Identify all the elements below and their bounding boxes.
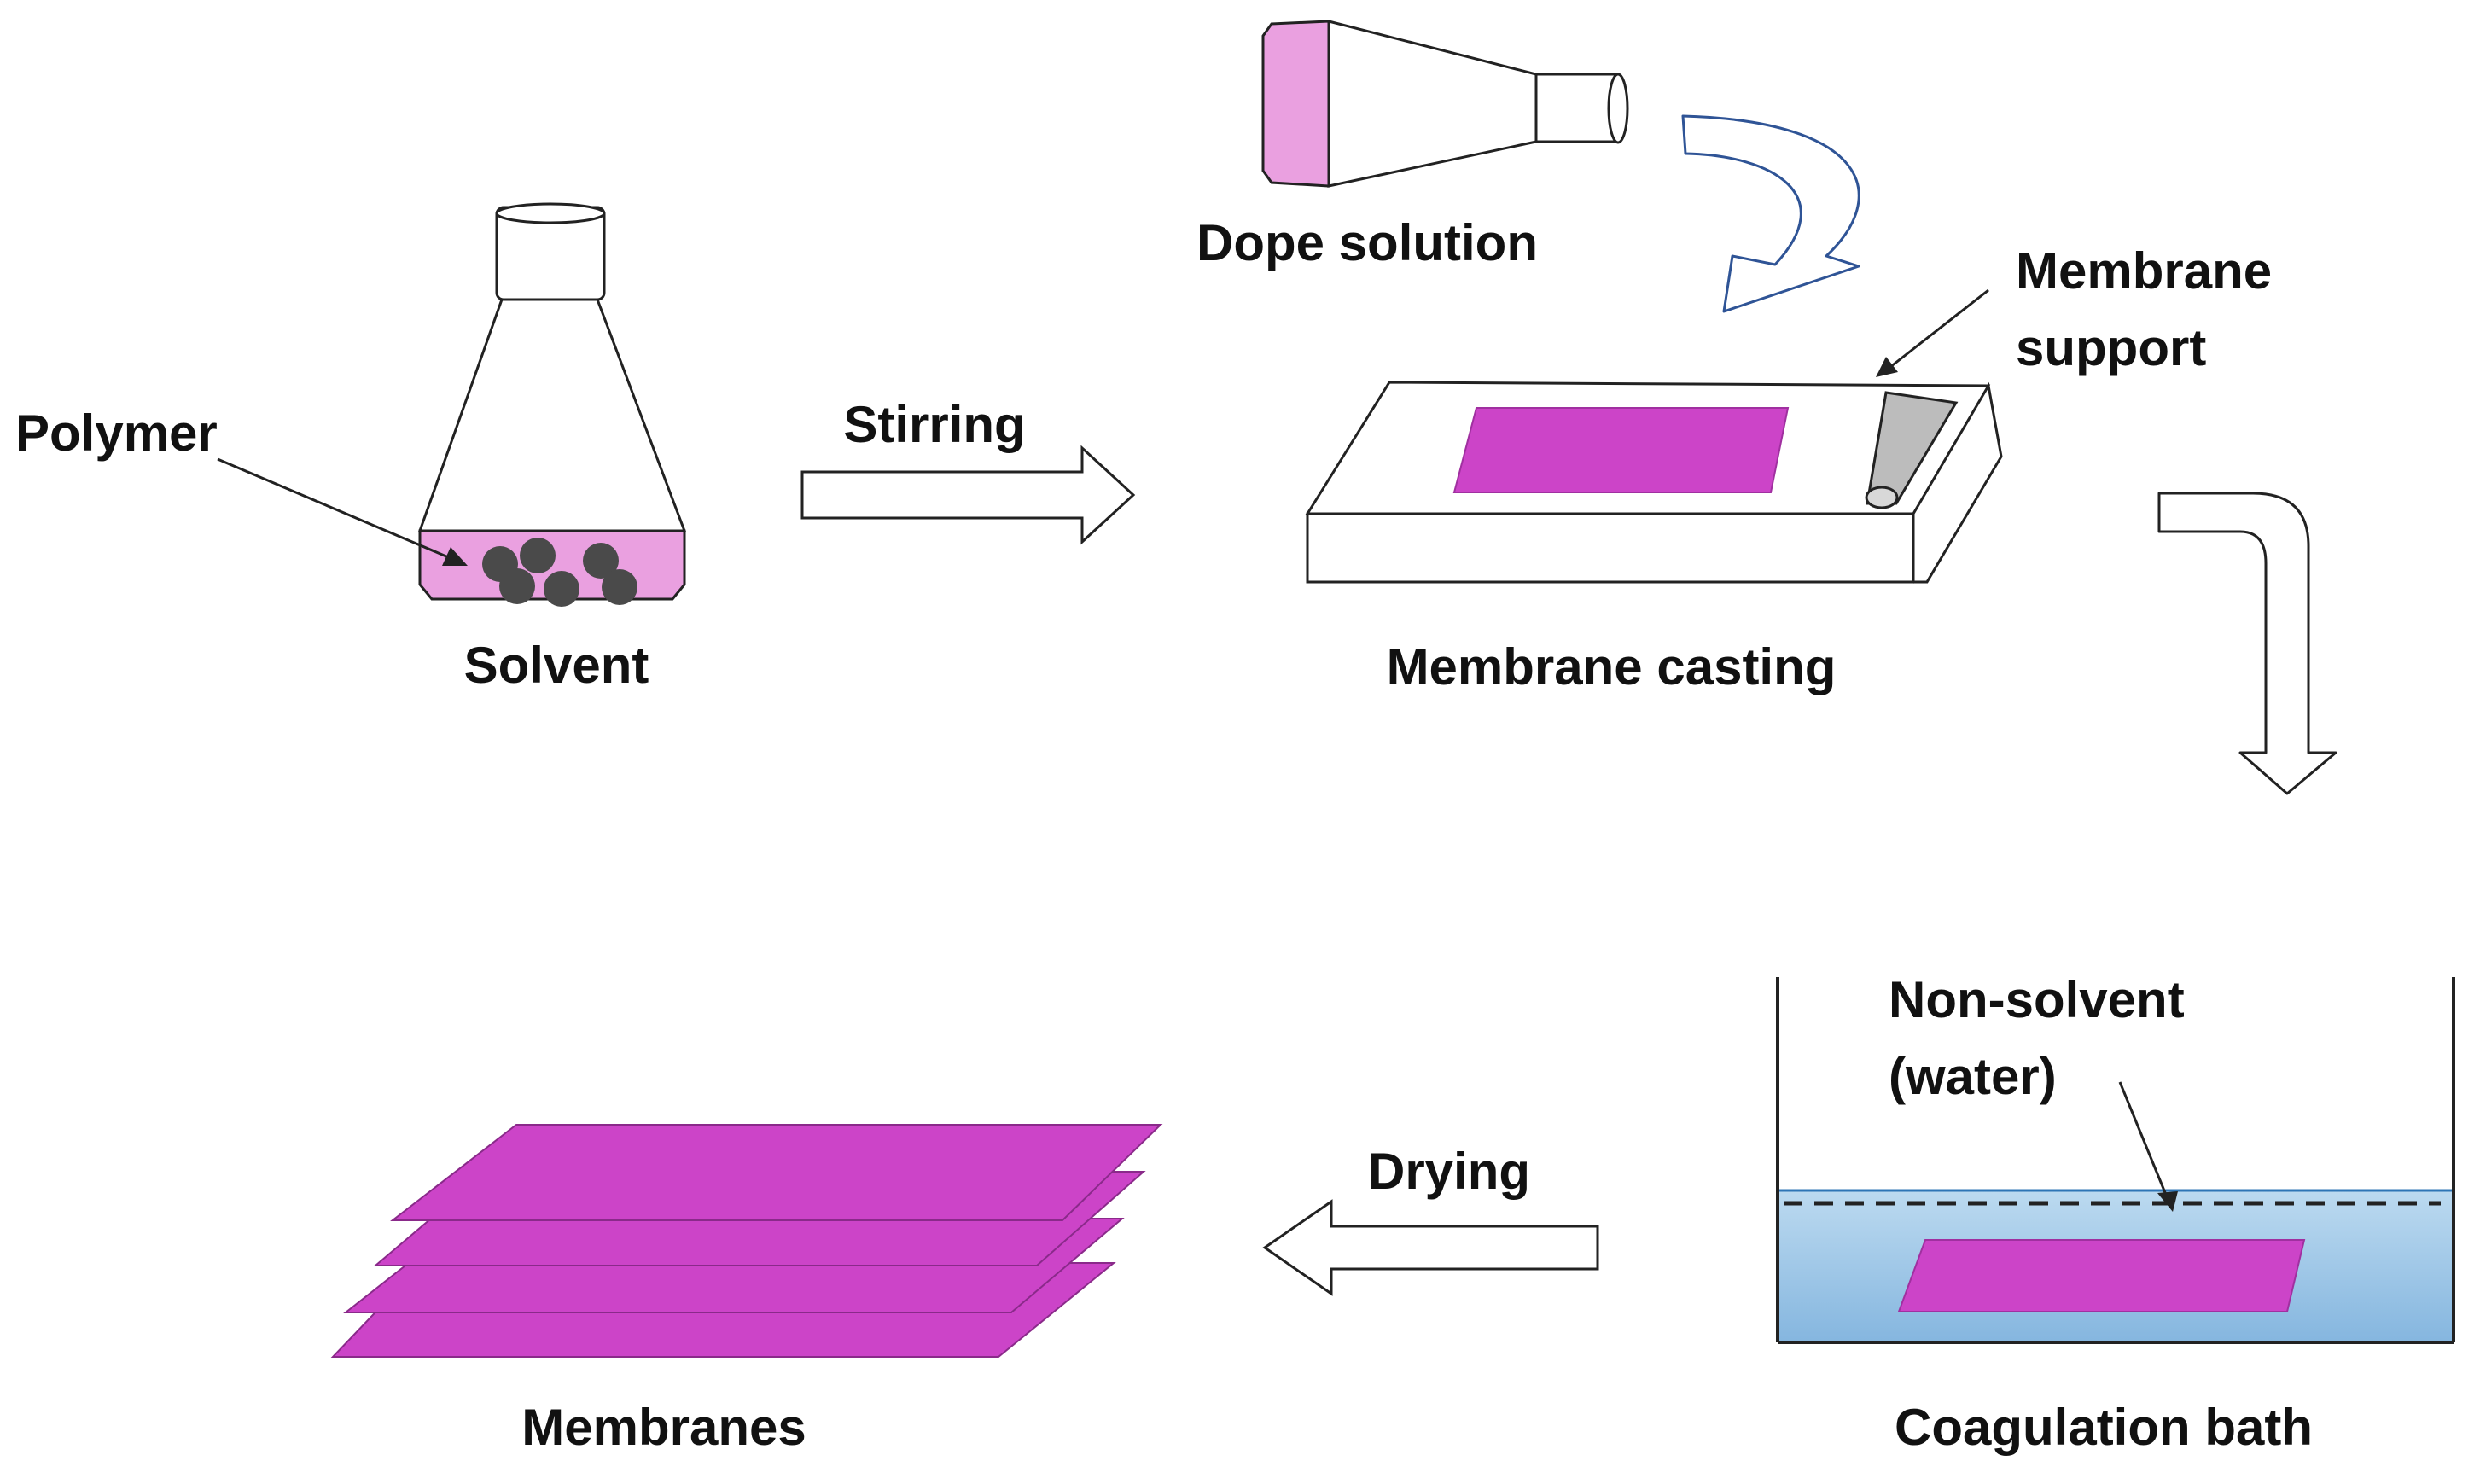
membrane-support-rod-icon bbox=[1865, 391, 1959, 509]
polymer-pointer-line bbox=[217, 457, 453, 561]
flask-icon bbox=[417, 202, 687, 607]
polymer-label: Polymer bbox=[15, 404, 218, 462]
drying-arrow bbox=[1262, 1199, 1599, 1296]
membrane-support-label-line2: support bbox=[2016, 319, 2206, 376]
casting-plate-icon bbox=[1305, 381, 2003, 584]
dope-solution-label: Dope solution bbox=[1196, 214, 1538, 271]
flask-body bbox=[417, 298, 687, 532]
dope-flask-body bbox=[1327, 20, 1538, 188]
membrane-support-label-line1: Membrane bbox=[2016, 242, 2272, 300]
cast-membrane-film bbox=[1452, 407, 1790, 493]
membranes-label: Membranes bbox=[521, 1399, 806, 1456]
non-solvent-label-line1: Non-solvent bbox=[1889, 971, 2185, 1028]
non-solvent-label-line2: (water) bbox=[1889, 1048, 2057, 1105]
immersed-membrane-film bbox=[1897, 1239, 2306, 1312]
membrane-stack-icon bbox=[330, 1124, 1163, 1358]
flask-rim bbox=[495, 202, 606, 224]
bent-down-arrow bbox=[2157, 492, 2337, 795]
dope-solution-flask-icon bbox=[1261, 20, 1629, 188]
membrane-casting-label: Membrane casting bbox=[1387, 638, 1837, 695]
dope-flask-neck bbox=[1534, 73, 1620, 143]
casting-plate-side bbox=[1912, 381, 2003, 584]
dope-solution-liquid bbox=[1261, 20, 1330, 188]
solvent-label: Solvent bbox=[464, 637, 649, 694]
non-solvent-pointer-arrowhead bbox=[2157, 1191, 2178, 1212]
membrane-support-pointer-arrowhead bbox=[1876, 357, 1898, 377]
casting-plate-front bbox=[1306, 512, 1915, 584]
pour-curved-arrow bbox=[1681, 114, 1860, 313]
non-solvent-pointer-line bbox=[2118, 1081, 2169, 1200]
membrane-sheet bbox=[390, 1124, 1163, 1221]
stirring-label: Stirring bbox=[843, 396, 1025, 453]
coagulation-bath-icon bbox=[1776, 977, 2455, 1344]
drying-label: Drying bbox=[1368, 1143, 1530, 1200]
dope-flask-rim bbox=[1607, 73, 1629, 144]
polymer-beads bbox=[482, 538, 637, 607]
stirring-arrow bbox=[800, 445, 1136, 545]
coagulation-bath-label: Coagulation bath bbox=[1895, 1399, 2313, 1456]
membrane-support-pointer-line bbox=[1889, 288, 1989, 369]
polymer-pointer-arrowhead bbox=[442, 547, 468, 566]
